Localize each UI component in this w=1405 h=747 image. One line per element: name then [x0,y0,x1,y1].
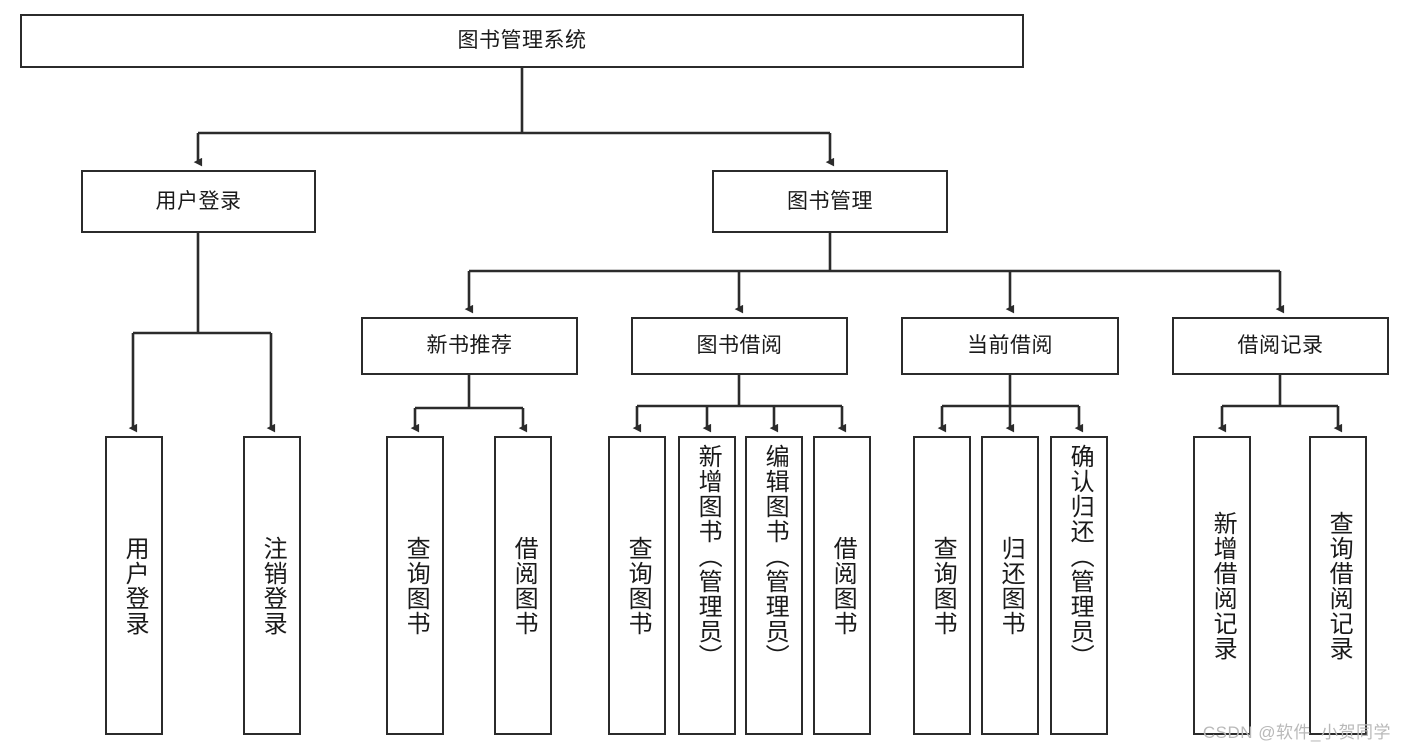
leaf-borrow-record-add-label: 新增借阅记录 [1209,510,1237,661]
leaf-user-login-signin-label: 用户登录 [121,535,149,636]
node-new-book-recommend-label: 新书推荐 [426,334,513,358]
node-borrow-record-label: 借阅记录 [1237,334,1324,358]
leaf-new-book-borrow[interactable]: 借阅图书 [494,436,552,735]
leaf-book-borrow-add-label: 新增图书（管理员） [694,444,722,669]
leaf-user-login-signout-label: 注销登录 [259,535,287,636]
leaf-new-book-query[interactable]: 查询图书 [386,436,444,735]
leaf-current-borrow-query[interactable]: 查询图书 [913,436,971,735]
leaf-book-borrow-edit[interactable]: 编辑图书（管理员） [745,436,803,735]
node-book-manage-label: 图书管理 [787,189,873,213]
node-book-borrow[interactable]: 图书借阅 [631,317,848,375]
node-book-manage[interactable]: 图书管理 [712,170,948,233]
leaf-borrow-record-query[interactable]: 查询借阅记录 [1309,436,1367,735]
leaf-user-login-signout[interactable]: 注销登录 [243,436,301,735]
node-root-label: 图书管理系统 [457,29,587,53]
node-book-borrow-label: 图书借阅 [696,334,783,358]
leaf-current-borrow-confirm[interactable]: 确认归还（管理员） [1050,436,1108,735]
leaf-user-login-signin[interactable]: 用户登录 [105,436,163,735]
leaf-book-borrow-borrow-label: 借阅图书 [829,535,857,636]
node-current-borrow[interactable]: 当前借阅 [901,317,1119,375]
leaf-book-borrow-edit-label: 编辑图书（管理员） [761,444,789,669]
leaf-borrow-record-add[interactable]: 新增借阅记录 [1193,436,1251,735]
leaf-book-borrow-add[interactable]: 新增图书（管理员） [678,436,736,735]
leaf-book-borrow-borrow[interactable]: 借阅图书 [813,436,871,735]
node-user-login[interactable]: 用户登录 [81,170,316,233]
node-root[interactable]: 图书管理系统 [20,14,1024,68]
node-user-login-label: 用户登录 [155,189,242,213]
leaf-new-book-query-label: 查询图书 [402,535,430,636]
leaf-current-borrow-query-label: 查询图书 [929,535,957,636]
leaf-current-borrow-return-label: 归还图书 [997,535,1025,636]
leaf-current-borrow-confirm-label: 确认归还（管理员） [1066,444,1094,669]
node-borrow-record[interactable]: 借阅记录 [1172,317,1389,375]
leaf-new-book-borrow-label: 借阅图书 [510,535,538,636]
leaf-book-borrow-query[interactable]: 查询图书 [608,436,666,735]
leaf-current-borrow-return[interactable]: 归还图书 [981,436,1039,735]
leaf-borrow-record-query-label: 查询借阅记录 [1325,510,1353,661]
watermark: CSDN @软件_小贺同学 [1202,723,1391,742]
node-new-book-recommend[interactable]: 新书推荐 [361,317,578,375]
leaf-book-borrow-query-label: 查询图书 [624,535,652,636]
node-current-borrow-label: 当前借阅 [967,334,1053,358]
